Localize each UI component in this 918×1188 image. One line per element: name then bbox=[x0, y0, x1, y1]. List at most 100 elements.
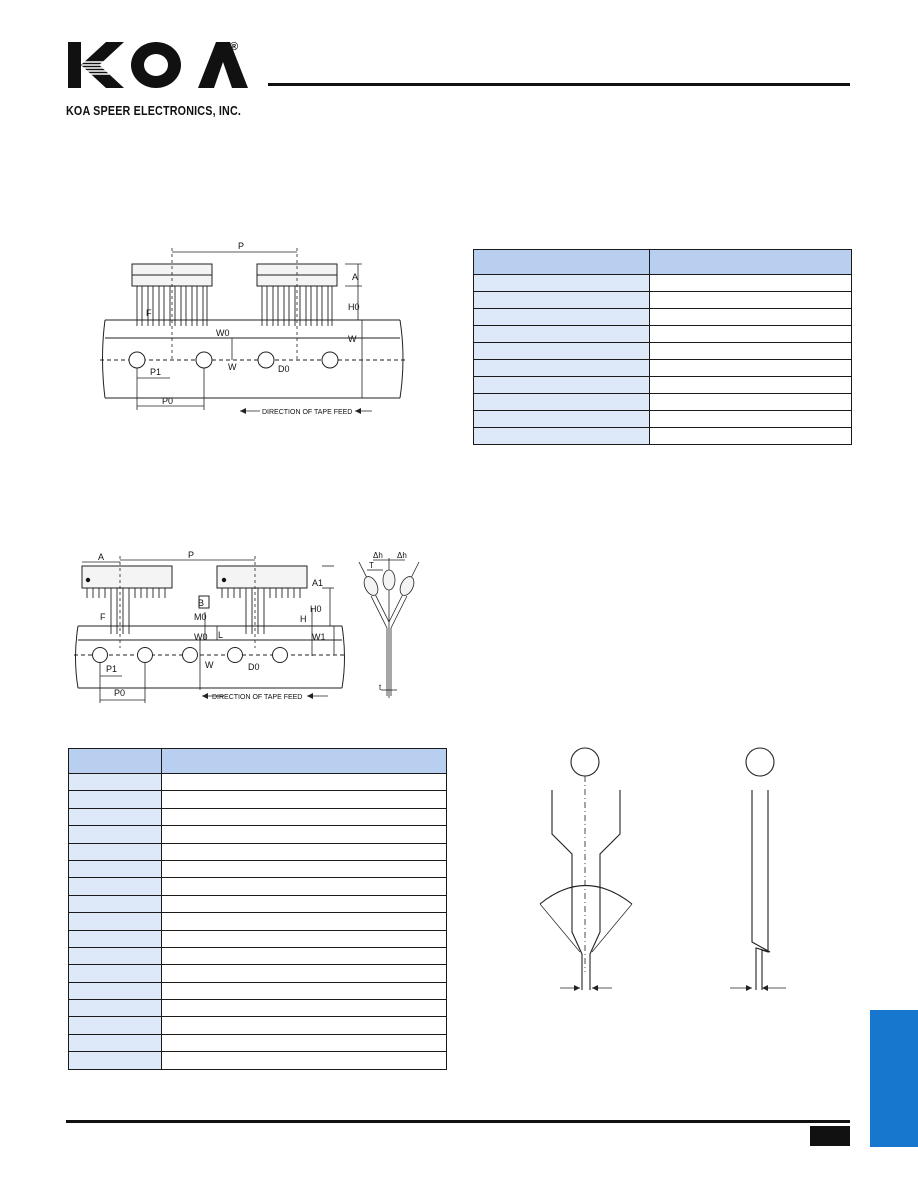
table-value-cell bbox=[649, 342, 852, 360]
label-a1: A1 bbox=[312, 578, 323, 588]
table-value-cell bbox=[161, 859, 447, 879]
label-w1: W1 bbox=[312, 632, 326, 642]
table-value-cell bbox=[161, 807, 447, 827]
label-f: F bbox=[146, 308, 152, 318]
footer-rule bbox=[66, 1120, 850, 1123]
label-dh-left: Δh bbox=[373, 551, 383, 560]
table-key-cell bbox=[473, 342, 650, 360]
label-l: L bbox=[218, 630, 223, 640]
label-p1: P1 bbox=[106, 664, 117, 674]
table-value-cell bbox=[649, 359, 852, 377]
table-key-cell bbox=[68, 929, 162, 948]
table-value-cell bbox=[161, 912, 447, 931]
label-w-right: W bbox=[348, 334, 357, 344]
table-value-cell bbox=[161, 1033, 447, 1053]
header-rule bbox=[268, 83, 850, 86]
label-w0: W0 bbox=[216, 328, 230, 338]
table-key-cell bbox=[68, 859, 162, 879]
table-value-cell bbox=[161, 790, 447, 809]
table-value-cell bbox=[649, 308, 852, 326]
table-key-cell bbox=[473, 308, 650, 326]
table-header-cell bbox=[68, 748, 162, 774]
label-p: P bbox=[188, 550, 194, 560]
label-a: A bbox=[98, 552, 104, 562]
figure-tilt-diagram: Δh Δh T t bbox=[358, 551, 420, 698]
label-m0: M0 bbox=[194, 612, 207, 622]
label-direction: DIRECTION OF TAPE FEED bbox=[262, 409, 352, 416]
company-name: KOA SPEER ELECTRONICS, INC. bbox=[66, 104, 242, 118]
logo-letter-k bbox=[68, 42, 126, 88]
table-key-cell bbox=[473, 359, 650, 377]
table-value-cell bbox=[649, 274, 852, 292]
label-t-lower: t bbox=[379, 683, 382, 692]
table-key-cell bbox=[68, 964, 162, 983]
label-p0: P0 bbox=[162, 396, 173, 406]
table-value-cell bbox=[161, 842, 447, 861]
table-value-cell bbox=[161, 825, 447, 844]
table-key-cell bbox=[68, 877, 162, 896]
label-w0: W0 bbox=[194, 632, 208, 642]
spec-table-1 bbox=[473, 249, 852, 445]
label-h: H bbox=[300, 614, 307, 624]
table-key-cell bbox=[68, 894, 162, 914]
figure-taping-diagram-1: P A H0 W0 W W F P1 D0 P0 DIRECTION OF TA… bbox=[100, 241, 405, 416]
table-value-cell bbox=[161, 772, 447, 792]
table-key-cell bbox=[68, 1016, 162, 1035]
table-value-cell bbox=[161, 877, 447, 896]
koa-logo: ® bbox=[68, 41, 248, 88]
page-number-tab bbox=[810, 1126, 850, 1146]
table-value-cell bbox=[161, 981, 447, 1001]
table-key-cell bbox=[68, 1033, 162, 1053]
label-w: W bbox=[205, 660, 214, 670]
label-d0: D0 bbox=[248, 662, 260, 672]
logo-letter-o bbox=[131, 42, 181, 88]
table-header-cell bbox=[161, 748, 447, 774]
label-h0: H0 bbox=[348, 302, 360, 312]
table-value-cell bbox=[649, 325, 852, 343]
table-value-cell bbox=[161, 999, 447, 1018]
table-value-cell bbox=[161, 964, 447, 983]
registered-mark: ® bbox=[230, 41, 238, 53]
figure-lead-bend-diagram bbox=[539, 747, 786, 991]
label-p0: P0 bbox=[114, 688, 125, 698]
table-key-cell bbox=[68, 981, 162, 1001]
table-value-cell bbox=[161, 894, 447, 914]
table-value-cell bbox=[161, 946, 447, 966]
table-value-cell bbox=[649, 291, 852, 309]
spec-table-2 bbox=[68, 748, 447, 1070]
table-key-cell bbox=[473, 410, 650, 428]
label-p1: P1 bbox=[150, 367, 161, 377]
table-key-cell bbox=[68, 1051, 162, 1070]
label-h0: H0 bbox=[310, 604, 322, 614]
label-f: F bbox=[100, 612, 106, 622]
table-key-cell bbox=[68, 912, 162, 931]
label-direction: DIRECTION OF TAPE FEED bbox=[212, 694, 302, 701]
label-p: P bbox=[238, 241, 244, 251]
label-b: B bbox=[198, 598, 204, 608]
table-key-cell bbox=[473, 427, 650, 445]
table-value-cell bbox=[649, 427, 852, 445]
section-side-tab bbox=[870, 1010, 918, 1147]
table-key-cell bbox=[68, 772, 162, 792]
table-value-cell bbox=[161, 929, 447, 948]
table-key-cell bbox=[68, 999, 162, 1018]
table-key-cell bbox=[68, 825, 162, 844]
table-value-cell bbox=[161, 1016, 447, 1035]
table-value-cell bbox=[649, 393, 852, 411]
table-key-cell bbox=[68, 946, 162, 966]
label-dh-right: Δh bbox=[397, 551, 407, 560]
label-w-mid: W bbox=[228, 362, 237, 372]
table-header-cell bbox=[473, 249, 650, 275]
table-key-cell bbox=[68, 807, 162, 827]
label-a: A bbox=[352, 272, 358, 282]
table-key-cell bbox=[68, 842, 162, 861]
table-value-cell bbox=[649, 376, 852, 394]
figure-taping-diagram-2: A P A1 B H0 H M0 F W0 W1 L W P1 D0 P0 DI… bbox=[74, 550, 345, 703]
table-header-cell bbox=[649, 249, 852, 275]
table-key-cell bbox=[473, 376, 650, 394]
table-key-cell bbox=[473, 274, 650, 292]
label-d0: D0 bbox=[278, 364, 290, 374]
table-value-cell bbox=[649, 410, 852, 428]
table-key-cell bbox=[473, 291, 650, 309]
table-key-cell bbox=[68, 790, 162, 809]
